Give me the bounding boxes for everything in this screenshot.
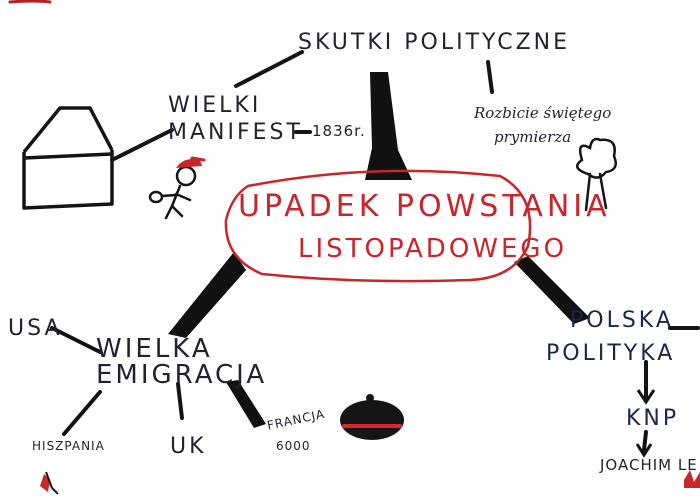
manifest-label-line1: WIELKI — [168, 93, 262, 118]
uk-label: UK — [170, 434, 207, 459]
usa-label: USA — [8, 316, 63, 341]
line-emigracja-usa — [50, 326, 102, 354]
tree-icon — [575, 137, 617, 212]
manifest-year: 1836r. — [312, 122, 366, 140]
center-oval — [224, 169, 532, 283]
joachim-label: JOACHIM LE — [600, 456, 698, 474]
connector-center-skutki — [365, 72, 412, 180]
line-skutki-rozbicie — [486, 60, 494, 94]
emigracja-line1: WIELKA — [96, 334, 213, 364]
line-emigracja-hiszpania — [62, 390, 102, 436]
small-red-figure-icon — [40, 471, 59, 495]
corner-scribble — [8, 0, 52, 4]
manifest-label-line2: MANIFEST — [168, 120, 303, 145]
arrowhead-knp — [636, 389, 656, 405]
house-icon — [22, 106, 114, 210]
line-emigracja-francja — [226, 380, 266, 428]
connector-center-emigracja — [168, 252, 246, 338]
polska-line2: POLITYKA — [546, 341, 676, 366]
skutki-title: SKUTKI POLITYCZNE — [298, 30, 571, 55]
polska-line1: POLSKA — [570, 308, 674, 333]
beret-icon — [340, 394, 404, 440]
arrowhead-joachim — [635, 443, 653, 458]
rozbicie-line1: Rozbicie świętego — [474, 104, 612, 122]
line-emigracja-uk — [176, 382, 184, 420]
center-title-line1: UPADEK POWSTANIA — [238, 189, 611, 224]
stick-figure-icon — [148, 165, 197, 220]
hiszpania-label: HISZPANIA — [32, 439, 105, 453]
red-hat-icon — [176, 159, 202, 168]
francja-count: 6000 — [276, 439, 311, 453]
rozbicie-line2: prymierza — [494, 128, 572, 146]
center-title-line2: LISTOPADOWEGO — [298, 234, 568, 264]
line-skutki-manifest — [234, 50, 304, 88]
emigracja-line2: EMIGRACJA — [96, 360, 268, 390]
connector-center-polska — [514, 256, 590, 324]
line-manifest-house — [110, 128, 174, 162]
crown-icon — [684, 470, 700, 488]
line-knp-joachim — [642, 430, 648, 452]
knp-label: KNP — [626, 406, 680, 431]
